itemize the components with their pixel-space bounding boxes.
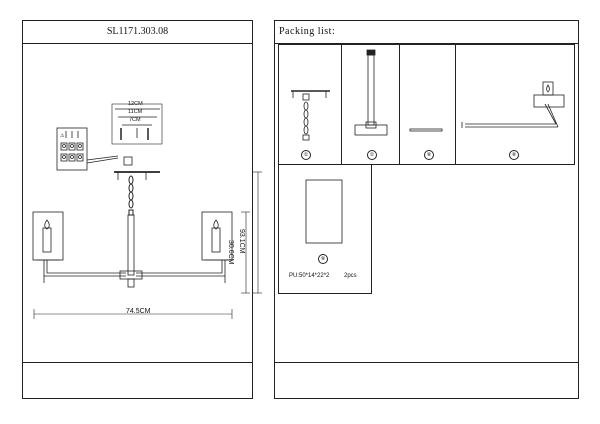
pack-stem-drawing [354,49,388,136]
pack-item-1-number: ① [301,150,311,160]
stem [127,214,135,276]
pack-crossbar-drawing [409,128,443,132]
dim-top-inner: 7CM [129,117,141,123]
arms [43,260,226,288]
dimension-lines [33,171,262,319]
right-shade [201,211,233,261]
canopy-dimension-lines [111,103,163,145]
chain [128,175,134,216]
pack-item-5-number: ⑧ [318,254,328,264]
pack-item-3-number: ⑧ [424,150,434,160]
pack-cell-5 [278,164,372,294]
dim-top-mid: 11CM [128,109,143,115]
pack-item-4-number: ⑧ [509,150,519,160]
pack-canopy-drawing [291,90,330,141]
dim-total-width: 74.5CM [126,308,151,315]
pack-arm-drawing [461,81,565,128]
pack-item-2-number: ① [367,150,377,160]
right-title-box [274,20,579,44]
wiring-inset: ⚠ [56,127,119,171]
glass-quantity: 2pcs [344,273,357,279]
left-title-box [22,20,253,44]
packing-list-title: Packing list: [279,26,336,37]
glass-dimension-note: PU:50*14*22*2 [289,273,330,279]
right-footer-box [274,362,579,399]
pack-glass-drawing [305,179,343,244]
pack-cell-4 [455,44,575,165]
ceiling-canopy [114,156,160,180]
left-shade [32,211,64,261]
model-code: SL1171.303.08 [106,26,169,37]
left-footer-box [22,362,253,399]
svg-text:⚠: ⚠ [60,133,65,139]
